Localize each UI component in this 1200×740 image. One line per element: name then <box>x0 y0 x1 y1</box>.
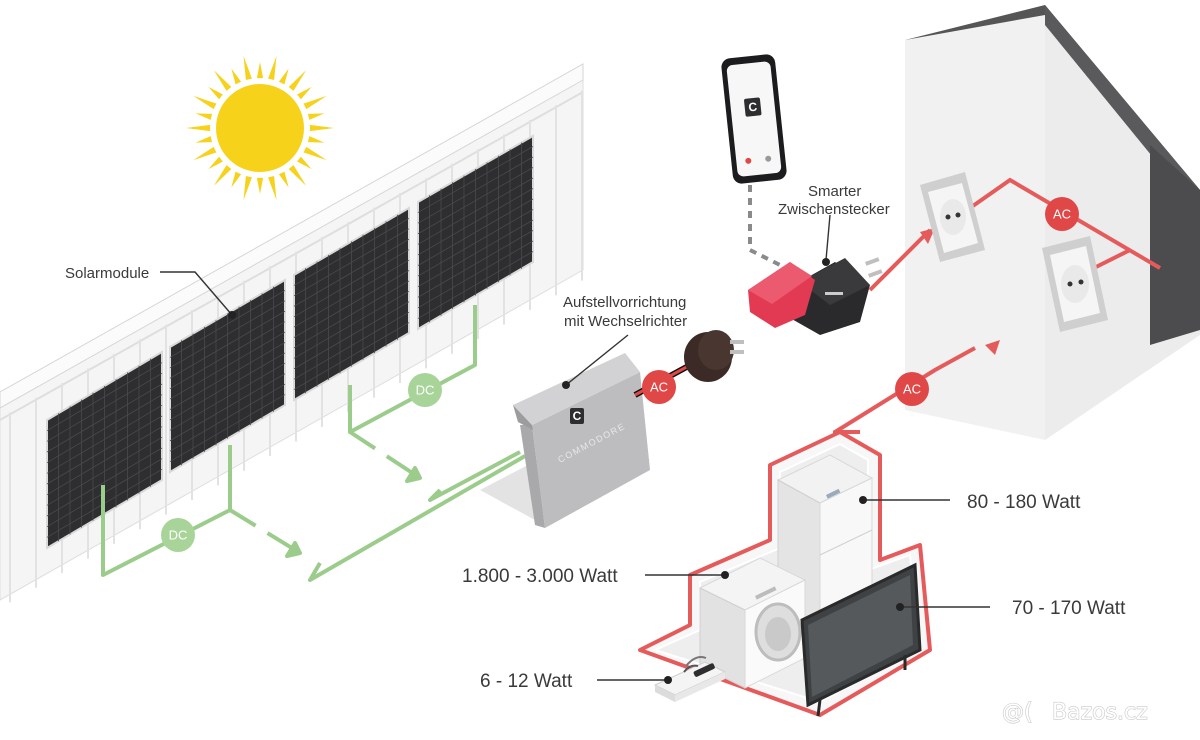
sun-ray <box>195 113 213 120</box>
dc-badge-right: DC <box>408 373 442 407</box>
sun-ray <box>243 55 252 81</box>
television <box>800 562 922 717</box>
label-solarmodule: Solarmodule <box>65 265 149 282</box>
sun-ray <box>231 171 242 188</box>
leader-lines <box>160 214 990 681</box>
solar-panels <box>46 134 534 550</box>
washing-machine <box>698 557 807 689</box>
label-tv-watt: 70 - 170 Watt <box>1012 598 1126 619</box>
router <box>653 656 727 702</box>
svg-text:@(: @( <box>1002 700 1033 725</box>
sun-ray <box>297 86 312 100</box>
sun-icon <box>186 55 334 201</box>
sun-ray <box>288 70 307 91</box>
solar-panel <box>293 206 410 402</box>
sun-ray <box>297 156 312 170</box>
sun-ray <box>307 113 325 120</box>
label-mount-line2: mit Wechselrichter <box>564 313 687 330</box>
smart-plug <box>748 257 883 335</box>
label-washer-watt: 1.800 - 3.000 Watt <box>462 566 618 587</box>
ac-badge-inverter: AC <box>642 370 676 404</box>
sun-ray <box>193 95 217 110</box>
leader-dots <box>228 258 904 684</box>
svg-text:C: C <box>573 409 582 423</box>
sun-ray <box>208 86 223 100</box>
sun-ray <box>256 62 264 79</box>
svg-text:AC: AC <box>650 380 668 395</box>
sun-ray <box>278 68 289 85</box>
label-mount-line1: Aufstellvorrichtung <box>563 294 686 311</box>
app-logo-icon: C <box>744 97 772 164</box>
solar-panel <box>169 278 286 474</box>
label-plug-line2: Zwischenstecker <box>778 201 890 218</box>
sun-ray <box>213 165 232 186</box>
sun-ray <box>303 146 327 161</box>
sun-ray <box>231 68 242 85</box>
svg-text:DC: DC <box>416 383 435 398</box>
sun-ray <box>186 124 211 132</box>
sun-ray <box>208 156 223 170</box>
wall-socket-2 <box>1042 236 1108 332</box>
sun-ray <box>288 165 307 186</box>
ac-badge-wall: AC <box>1045 197 1079 231</box>
adapter-plug <box>684 330 744 382</box>
dc-badge-left: DC <box>161 518 195 552</box>
label-router-watt: 6 - 12 Watt <box>480 671 573 692</box>
commodore-logo-icon: C <box>570 408 584 424</box>
solar-panel <box>46 350 163 550</box>
sun-ray <box>193 146 217 161</box>
svg-text:Bazos.cz: Bazos.cz <box>1052 700 1148 725</box>
sun-ray <box>309 124 334 132</box>
svg-text:DC: DC <box>169 528 188 543</box>
svg-text:AC: AC <box>903 382 921 397</box>
sun-ray <box>268 175 277 201</box>
svg-text:C: C <box>748 100 758 115</box>
smartphone: C <box>721 54 791 272</box>
sun-ray <box>213 70 232 91</box>
sun-ray <box>307 136 325 143</box>
ac-badge-appliances: AC <box>895 372 929 406</box>
arrow-to-socket-1 <box>920 228 935 244</box>
sun-ray <box>195 136 213 143</box>
watermark: @( Bazos.cz <box>1001 699 1148 725</box>
label-plug-line1: Smarter <box>808 183 861 200</box>
sun-ray <box>278 171 289 188</box>
arrow-from-socket-2 <box>985 340 1000 355</box>
sun-ray <box>268 55 277 81</box>
svg-text:AC: AC <box>1053 207 1071 222</box>
sun-ray <box>256 177 264 194</box>
label-fridge-watt: 80 - 180 Watt <box>967 492 1081 513</box>
sun-ray <box>303 95 327 110</box>
wall-socket-1 <box>920 172 985 262</box>
sun-ray <box>243 175 252 201</box>
inverter-mount: C COMMODORE <box>480 353 650 528</box>
solar-panel <box>417 134 534 331</box>
